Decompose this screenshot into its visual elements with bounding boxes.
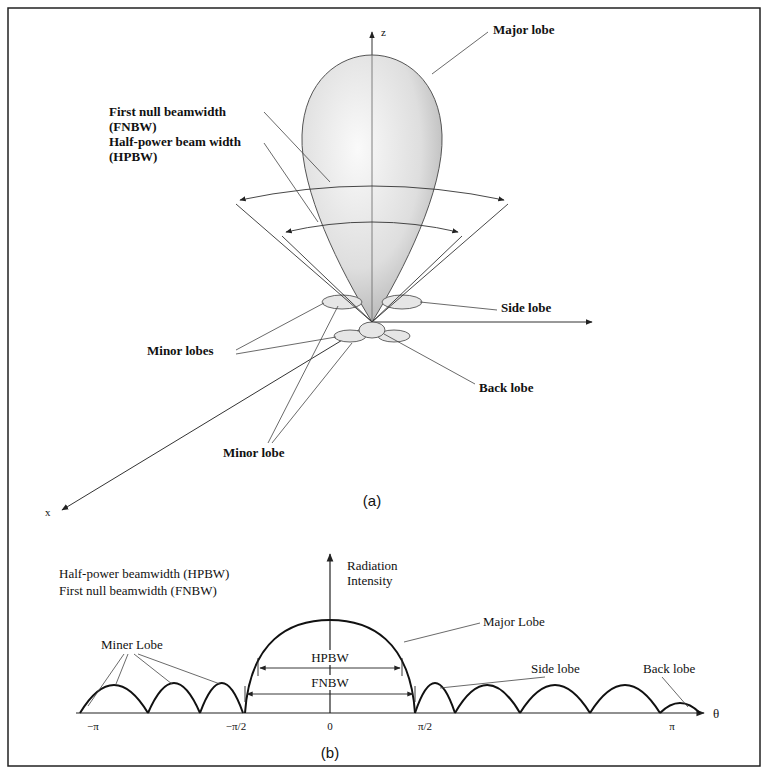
leader-lines-2d — [88, 623, 688, 707]
tick-label: π/2 — [417, 720, 433, 732]
tick-label: −π — [86, 720, 100, 732]
lobe-label: Side lobe — [530, 661, 581, 676]
beamwidth-label: First null beamwidth (FNBW) — [58, 583, 218, 598]
z-axis-inner — [372, 55, 373, 322]
lobe-label: Back lobe — [478, 380, 535, 395]
tick-label: 0 — [326, 720, 334, 732]
axis-title: Radiation Intensity — [346, 558, 422, 588]
beamwidth-label: Half-power beam width (HPBW) — [108, 134, 260, 164]
lobe-label: Back lobe — [642, 661, 696, 676]
figure-border — [8, 8, 760, 766]
axis-label: z — [380, 26, 387, 38]
beamwidth-lines-3d — [236, 186, 508, 322]
tick-label: −π/2 — [225, 720, 247, 732]
lobe-label: Major lobe — [492, 22, 556, 37]
lobe-label: Miner Lobe — [100, 637, 164, 652]
minor-lobes-3d — [322, 295, 422, 342]
lobe-label: Minor lobes — [146, 343, 215, 358]
leader-lines-3d — [236, 32, 497, 443]
subfigure-caption: (b) — [320, 744, 340, 761]
lobe-label: Minor lobe — [222, 445, 286, 460]
beamwidth-label: FNBW — [310, 675, 350, 690]
subfigure-caption: (a) — [362, 492, 382, 509]
beamwidth-label: HPBW — [310, 650, 350, 665]
axis-label: x — [44, 506, 52, 518]
axes-3d — [62, 32, 592, 510]
lobe-label: Side lobe — [500, 300, 552, 315]
beamwidth-label: First null beamwidth (FNBW) — [108, 104, 260, 134]
lobe-label: Major Lobe — [482, 614, 546, 629]
pattern-curve-2d — [80, 620, 700, 713]
beamwidth-label: Half-power beamwidth (HPBW) — [58, 566, 230, 581]
axis-label: θ — [712, 706, 720, 721]
tick-label: π — [668, 720, 676, 732]
major-lobe-3d — [302, 55, 442, 322]
